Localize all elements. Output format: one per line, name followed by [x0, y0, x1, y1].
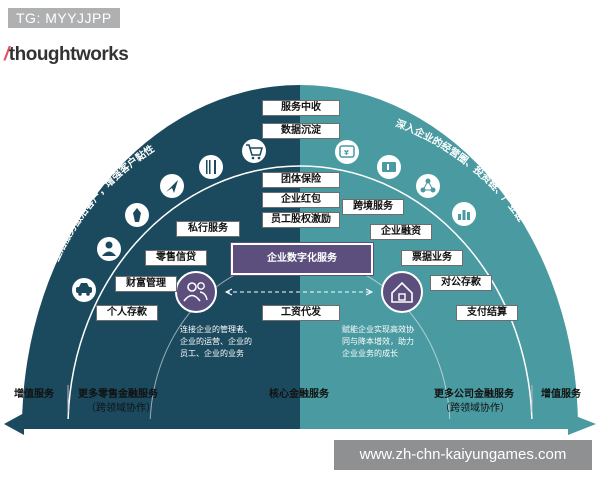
- svg-text:¥: ¥: [344, 149, 349, 157]
- label-corporate-services: 更多公司金融服务: [434, 389, 514, 400]
- label-value-added-left: 增值服务: [14, 389, 54, 400]
- money-bag-icon: [125, 203, 149, 227]
- right-arrowhead: [365, 288, 374, 296]
- box-personal-deposit: 个人存款: [96, 305, 158, 321]
- box-group-insurance: 团体保险: [262, 172, 340, 188]
- label-core-services: 核心金融服务: [269, 389, 329, 400]
- label-retail-services: 更多零售金融服务: [78, 389, 158, 400]
- shopping-cart-icon: [242, 139, 266, 163]
- person-icon: [97, 237, 121, 261]
- box-enterprise-red-packet: 企业红包: [262, 192, 340, 208]
- right-fill: [300, 85, 578, 428]
- box-enterprise-financing: 企业融资: [370, 224, 432, 240]
- left-fill: [22, 85, 300, 428]
- left-description: 连接企业的管理者、企业的运营、企业的员工、企业的业务: [180, 325, 252, 358]
- box-data-accumulation: 数据沉淀: [262, 123, 340, 139]
- car-icon: [72, 278, 96, 302]
- network-icon: [416, 174, 440, 198]
- core-box: 企业数字化服务: [230, 242, 374, 276]
- box-retail-credit: 零售信贷: [145, 250, 207, 266]
- box-payment-settlement: 支付结算: [456, 305, 518, 321]
- box-wealth-management: 财富管理: [115, 276, 177, 292]
- users-icon: [175, 271, 217, 313]
- box-service-income: 服务中收: [262, 100, 340, 116]
- wallet-icon: ¥: [335, 140, 359, 164]
- thoughtworks-logo: /thoughtworks: [4, 44, 129, 65]
- box-private-banking: 私行服务: [176, 221, 240, 237]
- label-retail-sub: （跨领域协作）: [86, 403, 156, 414]
- bar-chart-icon: [452, 202, 476, 226]
- navigation-arrow-icon: [160, 174, 184, 198]
- fork-knife-icon: [199, 155, 223, 179]
- watermark-url: www.zh-chn-kaiyungames.com: [334, 440, 592, 470]
- label-corporate-sub: （跨领域协作）: [440, 403, 510, 414]
- box-cross-border: 跨境服务: [342, 199, 404, 215]
- tag-label: TG: MYYJJPP: [8, 8, 120, 28]
- box-corporate-deposit: 对公存款: [430, 275, 492, 291]
- house-icon: [381, 271, 423, 313]
- box-equity-incentive: 员工股权激励: [262, 212, 340, 228]
- box-bill-business: 票据业务: [401, 250, 463, 266]
- label-value-added-right: 增值服务: [541, 389, 581, 400]
- ticket-icon: [377, 155, 401, 179]
- bottom-double-arrow: [4, 413, 596, 435]
- left-arrowhead: [224, 288, 233, 296]
- icon-arc-line: [67, 165, 533, 429]
- right-description: 赋能企业实现高效协同与降本增效，助力企业业务的成长: [342, 325, 414, 358]
- box-payroll: 工资代发: [262, 305, 340, 321]
